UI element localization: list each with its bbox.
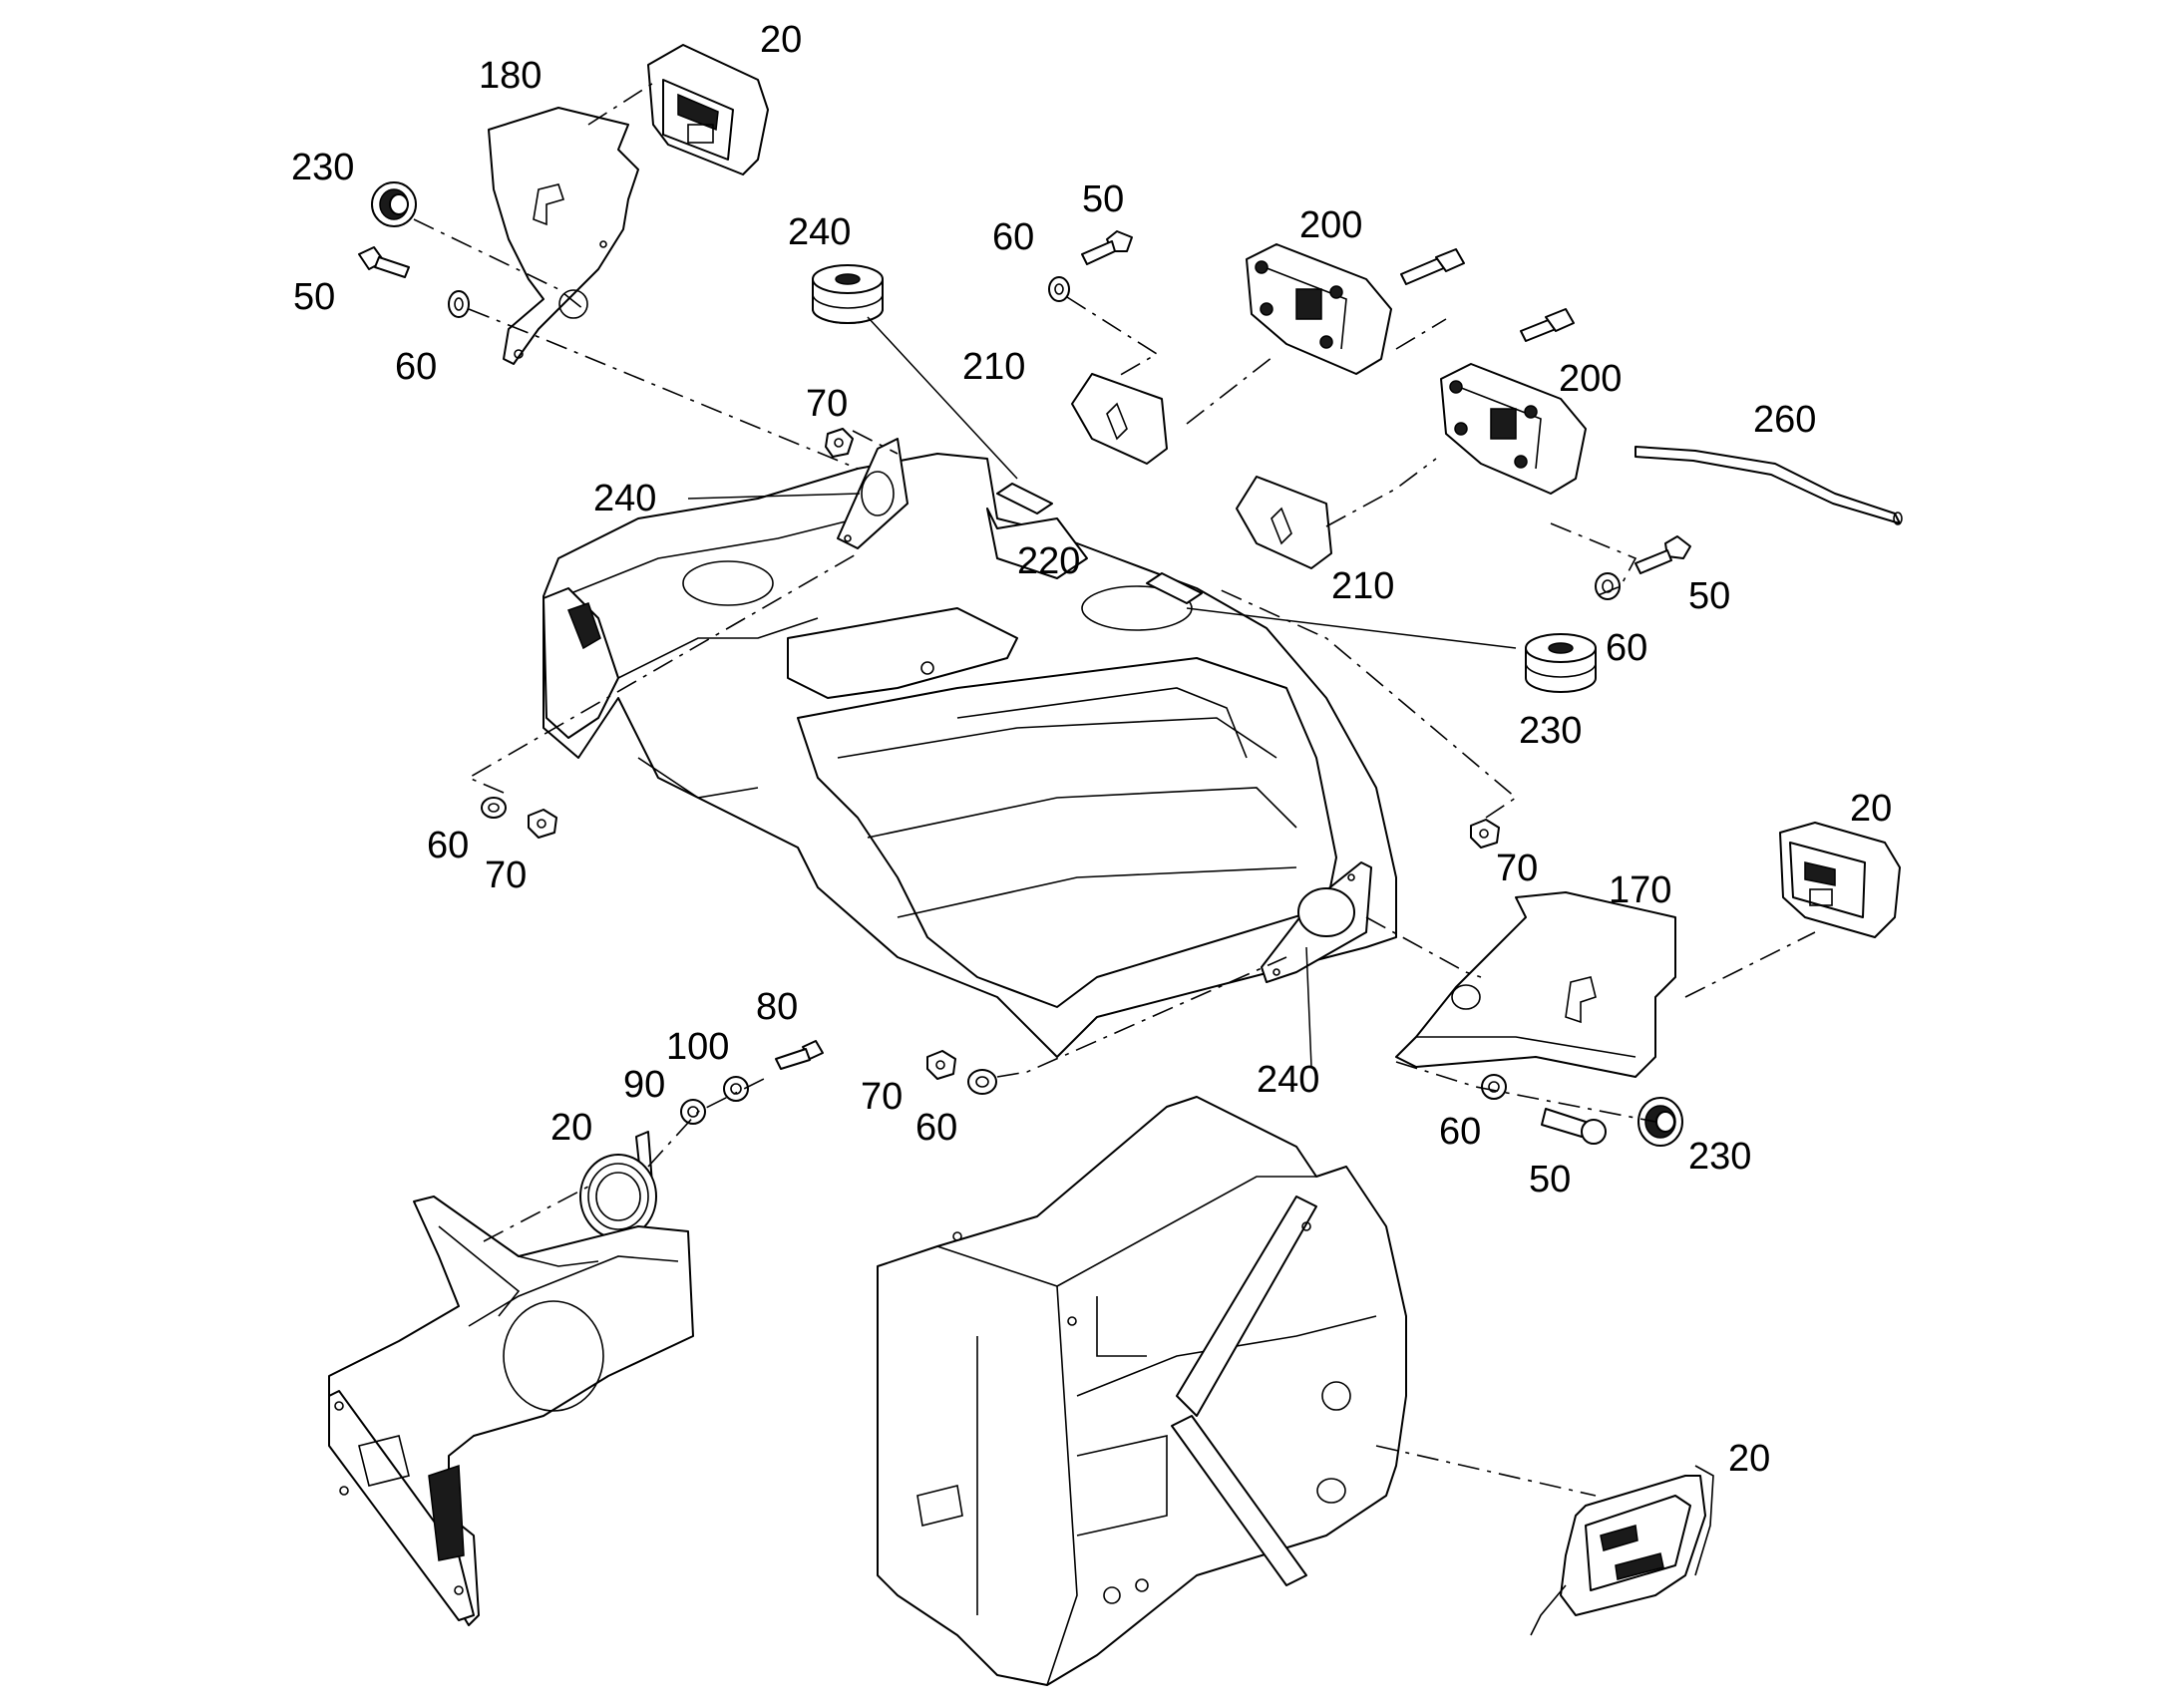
plate-240-right [1261,861,1372,983]
washer-60-l [481,797,507,819]
bolt-80 [775,1040,824,1070]
bolt-50-br [1541,1108,1607,1145]
callout-210-b: 210 [1331,565,1394,607]
callout-220: 220 [1017,540,1080,582]
callout-50-mid: 50 [1082,178,1124,220]
nut-70-l [528,809,557,839]
callout-labels: 180 20 230 50 60 240 60 50 200 210 200 2… [291,19,1892,1480]
plate-240-left [837,438,908,549]
pad-220 [996,483,1203,604]
washer-60-b [967,1069,997,1095]
tail-lamp-20-top [647,44,769,175]
callout-230-br: 230 [1688,1136,1751,1178]
cab-frame-box [877,1096,1407,1686]
bracket-210-b [1236,476,1332,569]
callout-80: 80 [756,986,798,1028]
switch-200-b [1440,308,1587,495]
cab-hood-body [543,453,1397,1058]
callout-70-top: 70 [806,383,848,425]
bolt-50-r [1635,535,1691,574]
spacer-230-r [1525,633,1597,693]
callout-20-horn: 20 [550,1107,592,1149]
callout-50-br: 50 [1529,1159,1571,1200]
callout-70-l: 70 [485,854,527,896]
bolt-50-mid [1081,230,1133,265]
callout-240-b: 240 [1257,1059,1319,1101]
hose-260 [1635,446,1903,525]
callout-70-r: 70 [1496,848,1538,889]
callout-90: 90 [623,1064,665,1106]
washer-100 [723,1076,749,1102]
callout-100: 100 [666,1026,729,1068]
callout-260: 260 [1753,399,1816,441]
left-frame-assembly [328,1196,694,1626]
grommet-230-tl [371,181,417,227]
nut-70-r [1470,819,1500,849]
leader-lines [687,316,1517,1068]
callout-60-l: 60 [427,825,469,866]
control-module-20 [1530,1465,1714,1636]
switch-200-a [1246,243,1465,375]
nut-70-top [825,428,854,458]
callout-200-b: 200 [1559,358,1622,400]
callout-240-left: 240 [593,478,656,519]
grommet-230-br [1637,1097,1683,1147]
washer-60-mid [1048,276,1070,302]
callout-170: 170 [1609,869,1671,911]
callout-70-b: 70 [861,1076,903,1118]
callout-20-r: 20 [1850,788,1892,830]
horn-20 [579,1131,657,1239]
callout-20-br: 20 [1728,1438,1770,1480]
washer-60-br [1481,1074,1507,1100]
washer-60-tl [448,290,470,318]
callout-60-mid: 60 [992,216,1034,258]
nut-70-b [926,1050,956,1080]
callout-60-tl: 60 [395,346,437,388]
bolt-50-tl [358,246,410,278]
bracket-170 [1395,891,1676,1078]
spacer-240-top [812,264,884,324]
callout-230-tl: 230 [291,147,354,188]
washer-90 [680,1099,706,1125]
callout-230-r: 230 [1519,710,1582,752]
callout-180: 180 [479,55,542,97]
callout-60-r: 60 [1606,627,1647,669]
assembly-lines [413,79,1816,1497]
callout-60-br: 60 [1439,1111,1481,1153]
callout-50-r: 50 [1688,575,1730,617]
bracket-180 [488,107,639,365]
callout-210-a: 210 [962,346,1025,388]
callout-240-top: 240 [788,211,851,253]
callout-50-tl: 50 [293,276,335,318]
bracket-210-a [1071,373,1168,465]
callout-20-top: 20 [760,19,802,61]
tail-lamp-20-right [1779,822,1901,938]
callout-200-a: 200 [1299,204,1362,246]
callout-60-b: 60 [915,1107,957,1149]
